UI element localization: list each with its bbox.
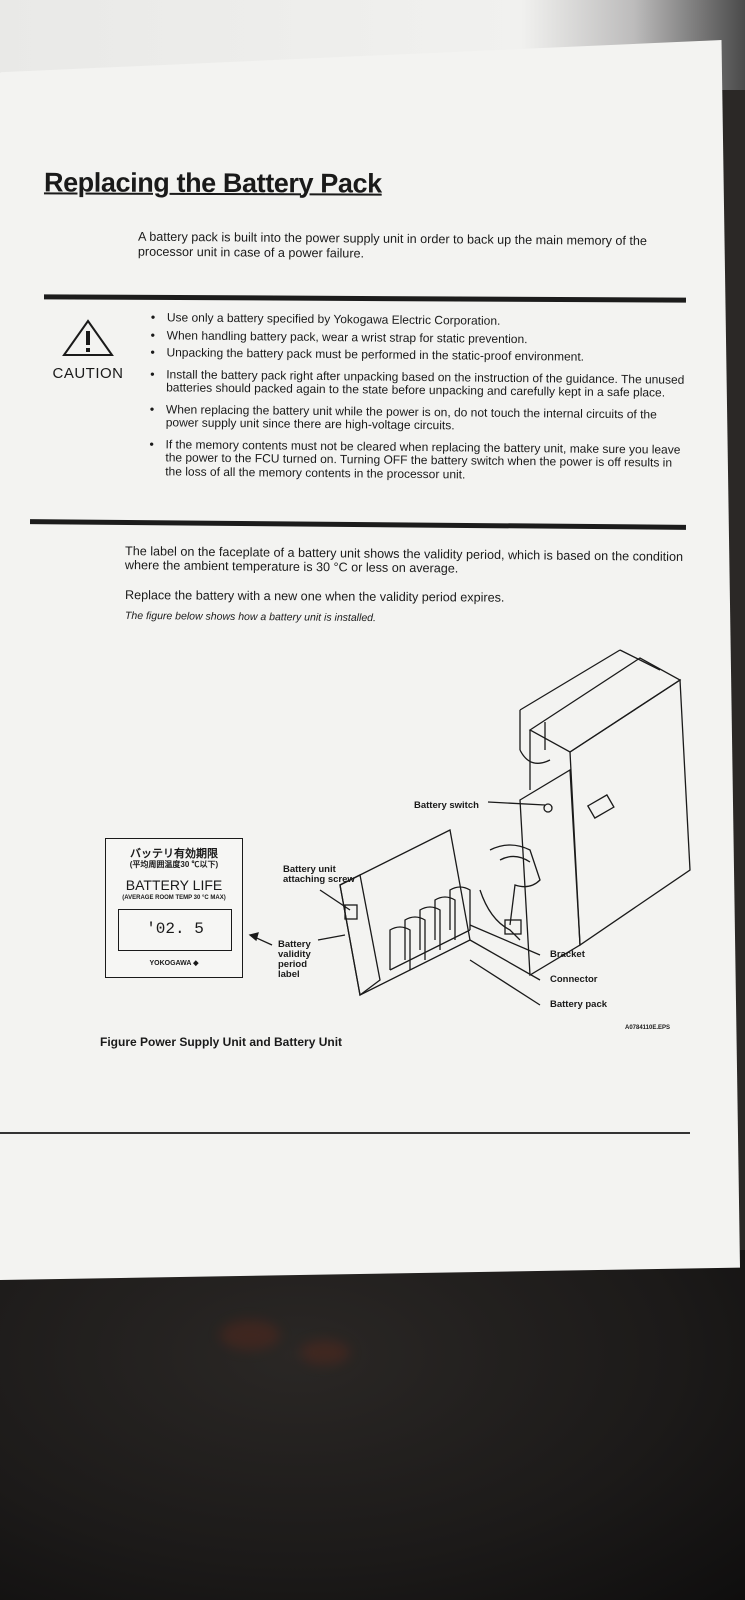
battery-label-jp-title: バッテリ有効期限 [130,848,218,860]
figure-caption: Figure Power Supply Unit and Battery Uni… [100,1035,343,1049]
intro-paragraph: A battery pack is built into the power s… [137,229,648,261]
caution-item: Unpacking the battery pack must be perfo… [150,345,690,365]
background-surface [0,1250,745,1600]
battery-label-maker: YOKOGAWA ◆ [149,960,199,967]
callout-battery-pack: Battery pack [550,999,608,1010]
caution-block: CAUTION [42,318,134,382]
paper-sheet [0,40,740,1280]
caution-list: Use only a battery specified by Yokogawa… [149,310,691,492]
battery-label-life: BATTERY LIFE [125,877,223,893]
page-bottom-rule [0,1132,690,1134]
caution-triangle-icon [62,319,114,356]
caution-item: When replacing the battery unit while th… [150,402,690,436]
background-smudge [220,1320,280,1350]
caution-item: Install the battery pack right after unp… [150,367,690,401]
validity-paragraph: The label on the faceplate of a battery … [124,544,684,576]
callout-battery-switch: Battery switch [414,800,479,811]
caution-item: If the memory contents must not be clear… [149,437,689,484]
figure-intro-text: The figure below shows how a battery uni… [124,609,377,625]
callout-attaching-screw: Battery unit attaching screw [283,864,355,885]
figure-code: A0784110E.EPS [625,1025,671,1031]
battery-label-date: '02. 5 [146,920,204,938]
caution-label: CAUTION [52,365,124,382]
callout-bracket: Bracket [550,949,585,960]
callout-validity-label: Battery validity period label [278,939,311,980]
caution-item: When handling battery pack, wear a wrist… [151,328,691,348]
page-title: Replacing the Battery Pack [43,167,382,199]
background-smudge [300,1340,350,1365]
battery-life-label: バッテリ有効期限 (平均周囲温度30 ℃以下) BATTERY LIFE (AV… [105,838,243,978]
battery-label-date-box: '02. 5 [118,909,232,951]
battery-label-avg: (AVERAGE ROOM TEMP 30 °C MAX) [122,895,226,901]
power-supply-diagram [248,649,691,1006]
callout-connector: Connector [550,974,598,985]
battery-label-jp-sub: (平均周囲温度30 ℃以下) [129,860,219,869]
